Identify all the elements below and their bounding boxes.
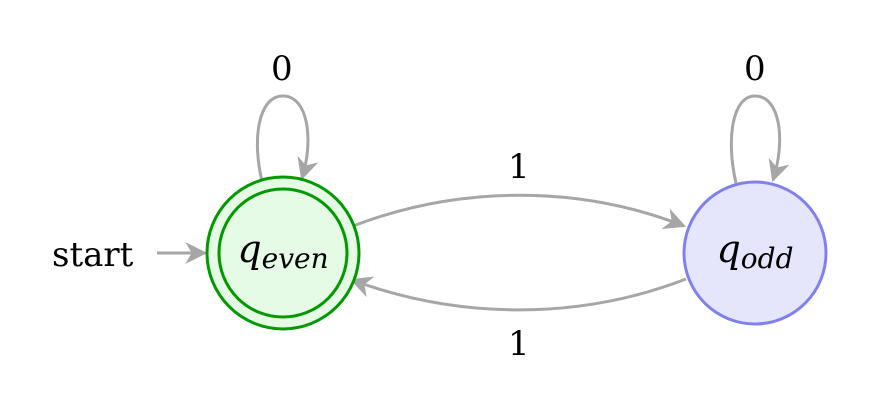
edge-odd-to-even-label: 1 bbox=[508, 324, 530, 364]
state-q-even: qeven bbox=[205, 175, 361, 331]
loop-q-even bbox=[255, 94, 319, 182]
state-q-even-inner-ring bbox=[217, 187, 349, 319]
loop-q-odd bbox=[729, 94, 790, 184]
edge-odd-to-even bbox=[349, 276, 687, 312]
loop-q-odd-label: 0 bbox=[744, 49, 766, 89]
loop-q-even-label: 0 bbox=[271, 49, 293, 89]
state-q-odd-label: qodd bbox=[716, 227, 793, 275]
edge-even-to-odd-label: 1 bbox=[508, 147, 530, 187]
edge-even-to-odd bbox=[352, 193, 687, 229]
state-q-odd: qodd bbox=[682, 180, 828, 326]
state-q-even-label: qeven bbox=[237, 227, 328, 275]
start-label: start bbox=[52, 235, 134, 275]
state-q-odd-circle bbox=[682, 180, 828, 326]
